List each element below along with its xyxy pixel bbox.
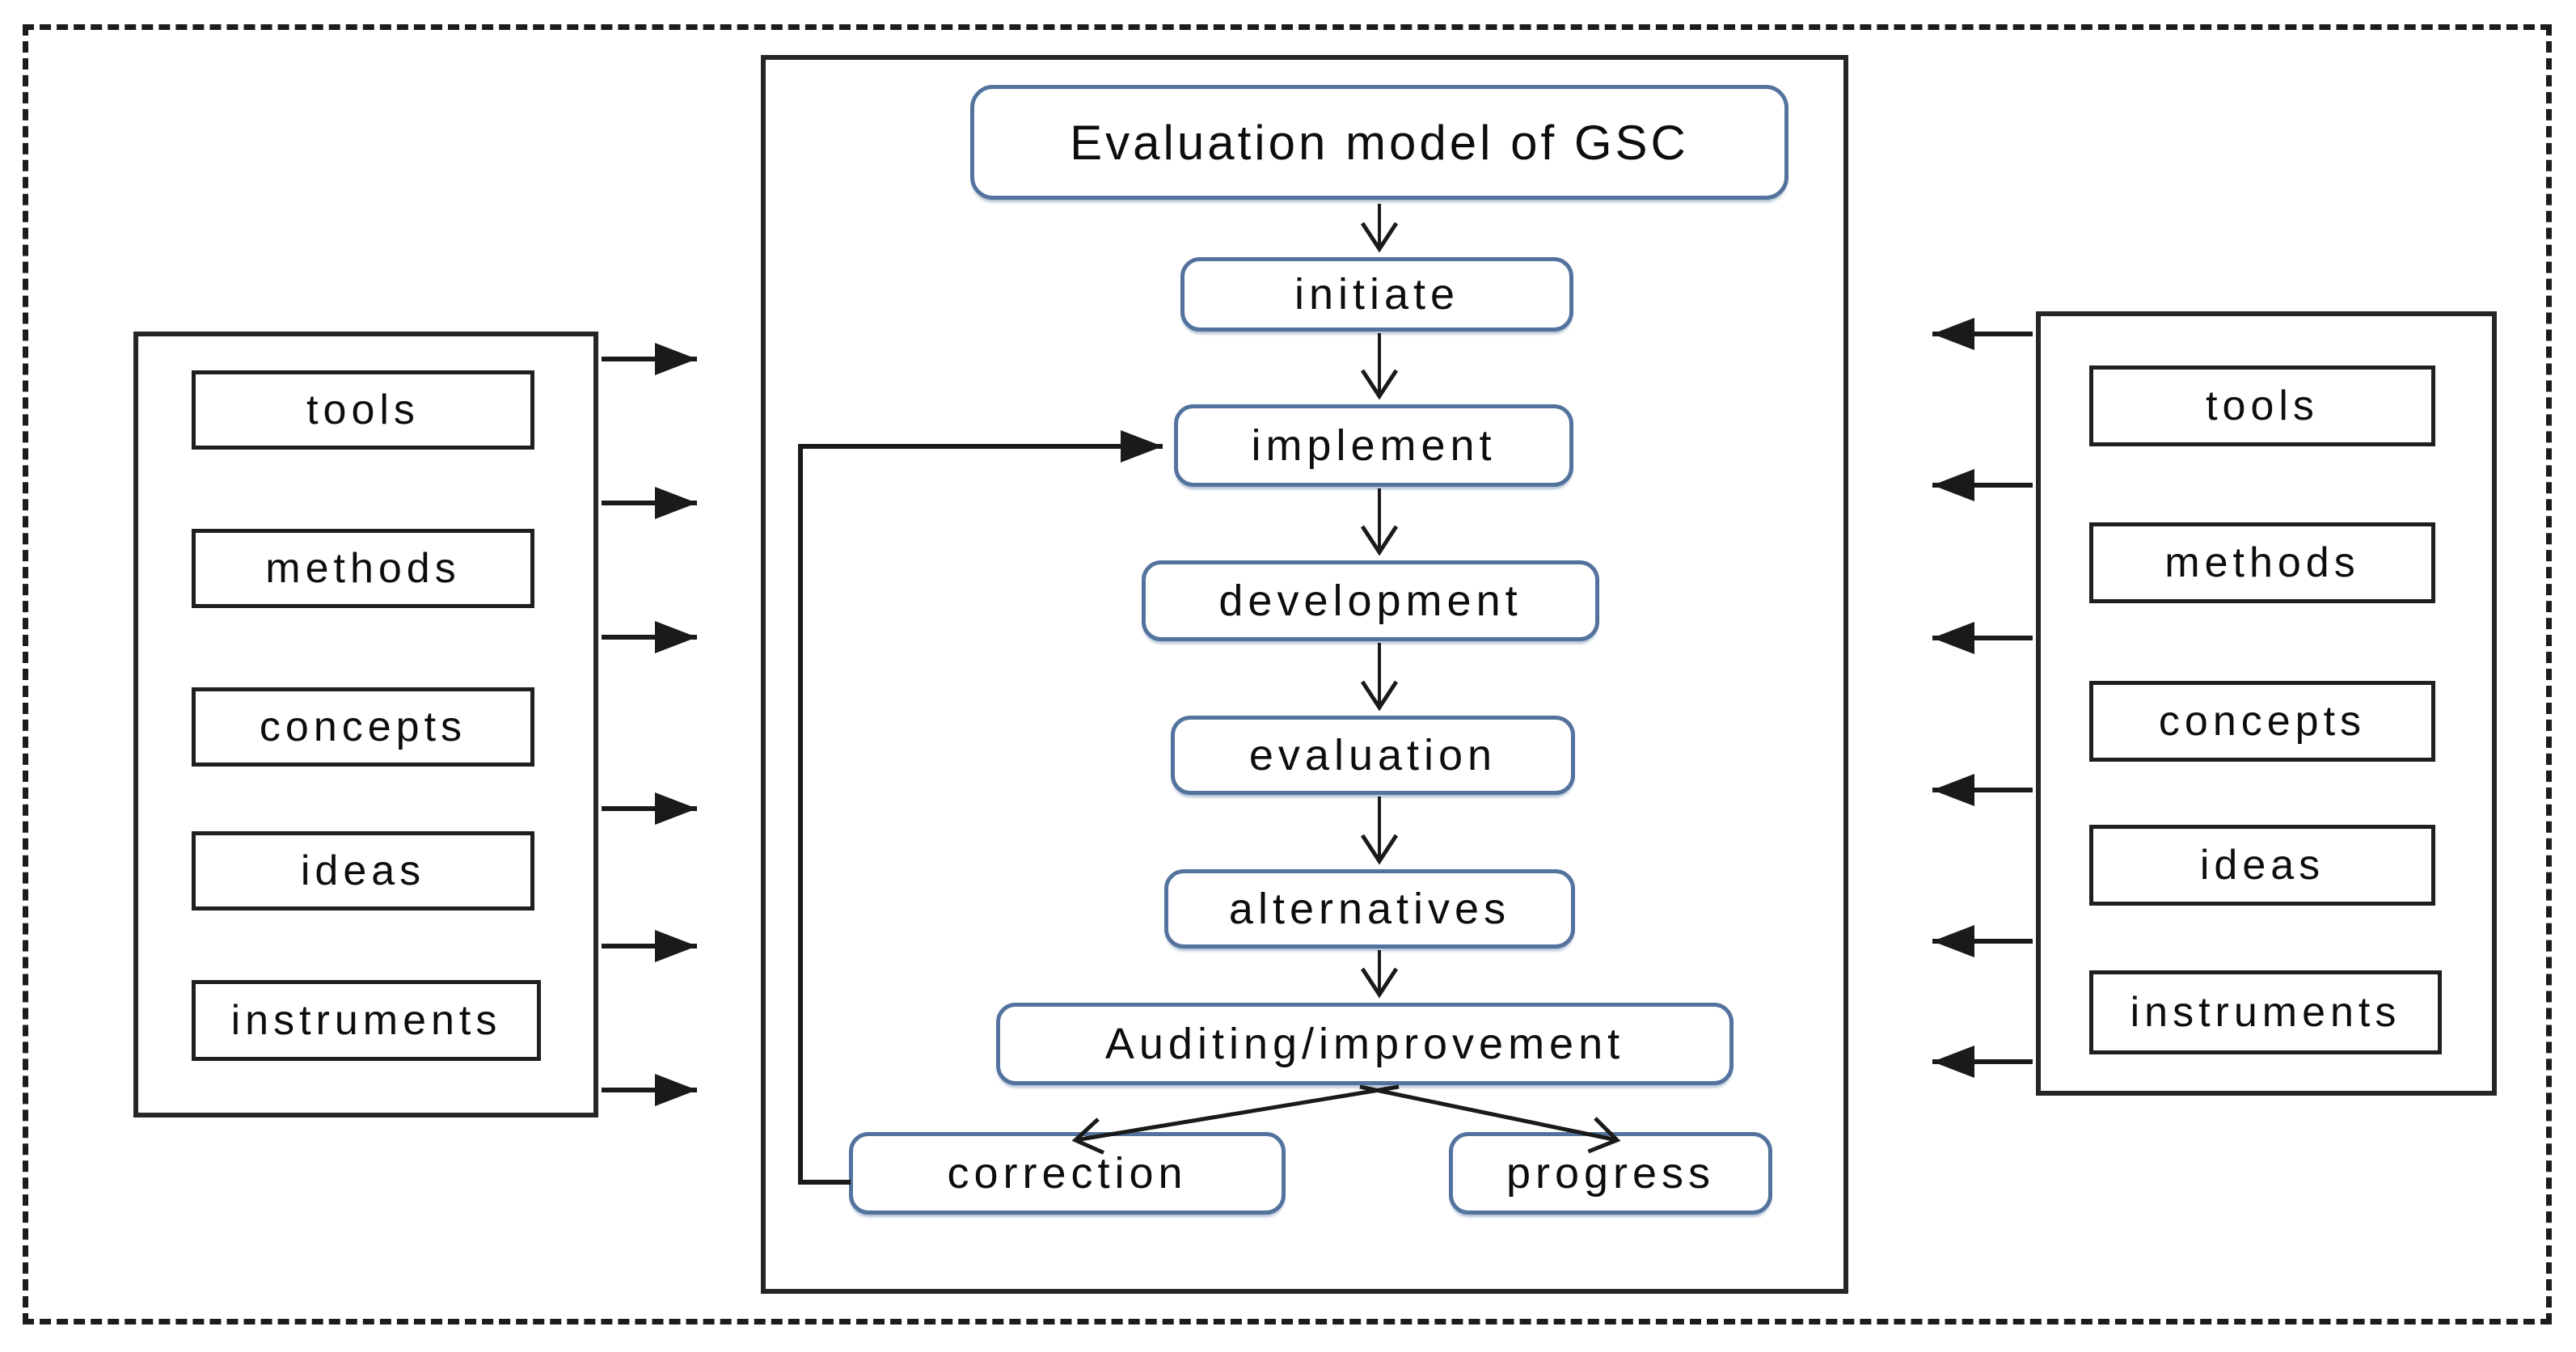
node-initiate: initiate xyxy=(1180,257,1573,332)
left-item-concepts: concepts xyxy=(192,687,534,767)
process-panel xyxy=(761,55,1848,1294)
node-evaluation: evaluation xyxy=(1171,716,1575,795)
right-item-concepts: concepts xyxy=(2089,681,2435,762)
left-item-instruments: instruments xyxy=(192,980,541,1061)
node-evaluation-model: Evaluation model of GSC xyxy=(970,85,1788,200)
node-development: development xyxy=(1142,560,1599,641)
node-implement: implement xyxy=(1174,404,1573,487)
node-auditing-improvement: Auditing/improvement xyxy=(996,1003,1734,1085)
node-alternatives: alternatives xyxy=(1164,869,1575,949)
outer-dashed-border xyxy=(23,24,2552,1325)
right-item-tools: tools xyxy=(2089,365,2435,446)
node-correction: correction xyxy=(849,1132,1286,1215)
left-item-tools: tools xyxy=(192,370,534,450)
left-item-methods: methods xyxy=(192,529,534,608)
right-item-ideas: ideas xyxy=(2089,825,2435,906)
node-progress: progress xyxy=(1449,1132,1772,1215)
right-item-instruments: instruments xyxy=(2089,970,2442,1054)
right-item-methods: methods xyxy=(2089,522,2435,603)
left-item-ideas: ideas xyxy=(192,831,534,910)
